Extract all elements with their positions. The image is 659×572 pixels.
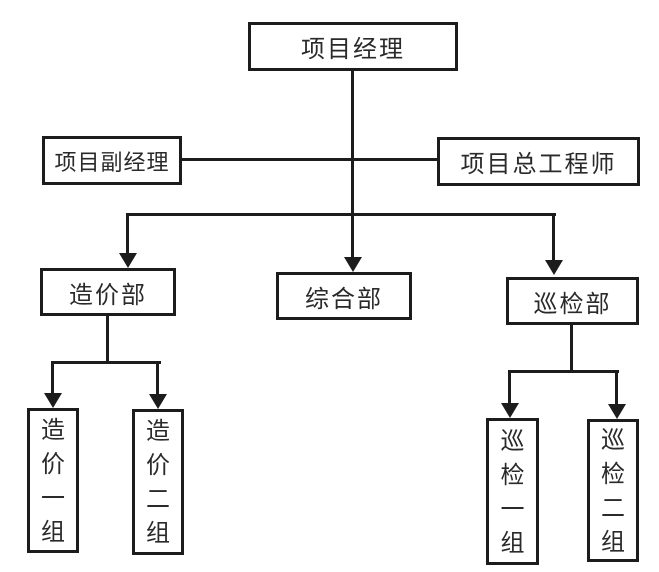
node-cost-group1-label: 造价一组	[41, 415, 65, 546]
node-deputy-manager-label: 项目副经理	[54, 150, 170, 176]
node-inspection-dept-label: 巡检部	[533, 289, 612, 318]
connector-pm-vertical	[351, 71, 354, 259]
connector-cost-groups-horizontal	[51, 361, 161, 364]
node-chief-engineer-label: 项目总工程师	[460, 150, 617, 178]
node-project-manager: 项目经理	[248, 22, 458, 71]
node-inspection-group1: 巡检一组	[486, 418, 539, 565]
connector-drop-inspection-group1	[508, 370, 511, 404]
node-cost-dept-label: 造价部	[69, 280, 147, 309]
arrowhead-cost-dept	[119, 253, 137, 268]
connector-drop-inspection-group2	[615, 370, 618, 405]
arrowhead-general-dept	[344, 257, 362, 272]
node-cost-dept: 造价部	[40, 268, 176, 316]
connector-inspection-dept-vertical	[570, 325, 573, 372]
node-cost-group2: 造价二组	[132, 409, 184, 555]
connector-dept-horizontal	[126, 213, 556, 216]
node-general-dept-label: 综合部	[305, 284, 383, 313]
arrowhead-cost-group2	[149, 394, 167, 409]
node-cost-group1: 造价一组	[27, 408, 79, 553]
node-inspection-group1-label: 巡检一组	[500, 426, 525, 557]
node-inspection-group2-label: 巡检二组	[601, 425, 625, 556]
arrowhead-inspection-group1	[501, 403, 519, 418]
arrowhead-inspection-dept	[545, 260, 563, 275]
node-inspection-dept: 巡检部	[506, 277, 639, 325]
connector-drop-cost-group1	[51, 361, 54, 394]
arrowhead-inspection-group2	[608, 404, 626, 419]
connector-cost-dept-vertical	[106, 316, 109, 363]
node-cost-group2-label: 造价二组	[146, 417, 170, 547]
connector-drop-inspection-dept	[552, 213, 555, 261]
connector-drop-cost-dept	[126, 213, 129, 255]
arrowhead-cost-group1	[44, 393, 62, 408]
connector-level2-horizontal	[182, 158, 437, 161]
node-deputy-manager: 项目副经理	[42, 136, 182, 185]
connector-drop-cost-group2	[156, 361, 159, 395]
connector-inspection-groups-horizontal	[508, 370, 619, 373]
node-chief-engineer: 项目总工程师	[437, 137, 640, 186]
node-general-dept: 综合部	[276, 272, 412, 320]
node-inspection-group2: 巡检二组	[587, 419, 639, 562]
node-project-manager-label: 项目经理	[301, 35, 405, 63]
